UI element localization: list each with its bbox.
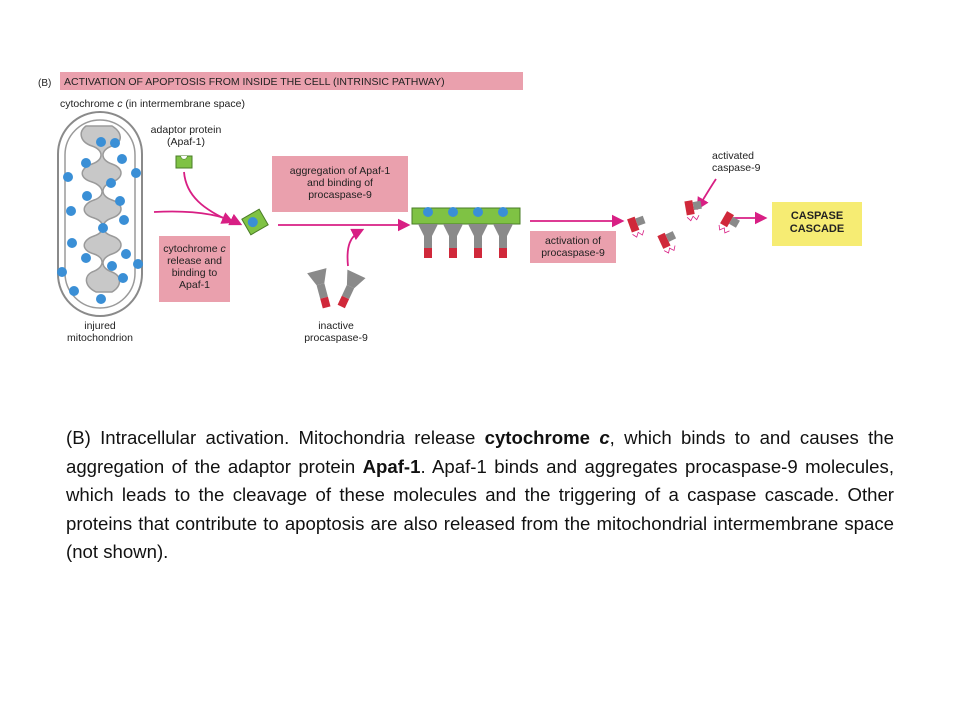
caption-apaf1: Apaf-1 — [362, 455, 421, 477]
label-injured-mitochondrion: injured mitochondrion — [42, 320, 158, 344]
caption-s5: . Apaf-1 binds and aggregates procaspase… — [66, 455, 894, 563]
label-activated-caspase: activated caspase-9 — [712, 150, 760, 174]
box-release-line1: cytochrome c — [159, 243, 230, 255]
box-activation-line1: activation of — [544, 235, 602, 247]
box-cascade-line2: CASCADE — [789, 223, 845, 235]
label-inactive-procaspase: inactive procaspase-9 — [286, 320, 386, 344]
caption-s3: , which binds to and causes the aggregat… — [66, 427, 894, 477]
box-activation-line2: procaspase-9 — [541, 247, 605, 259]
caption-cytochrome: cytochrome c — [485, 427, 610, 448]
box-release-line1-italic: c — [220, 243, 226, 255]
box-activation: activation of procaspase-9 — [530, 231, 616, 263]
label-cytochrome-c-pre: cytochrome — [60, 98, 118, 110]
label-injured-line1: injured — [84, 320, 116, 332]
label-adaptor-protein-line1: adaptor protein — [150, 124, 222, 136]
box-caspase-cascade: CASPASE CASCADE — [772, 202, 862, 246]
label-adaptor-protein: adaptor protein (Apaf-1) — [138, 124, 234, 148]
activated-caspase-9 — [627, 200, 740, 254]
figure-caption: (B) Intracellular activation. Mitochondr… — [66, 424, 894, 567]
flow-arrows — [153, 171, 768, 267]
box-aggregation-line1: aggregation of Apaf-1 — [289, 165, 391, 177]
box-release-line3: binding to — [171, 267, 218, 279]
apoptosis-diagram — [57, 72, 768, 317]
label-inactive-line1: inactive — [318, 320, 354, 332]
caption-s1: (B) Intracellular activation. Mitochondr… — [66, 427, 485, 448]
panel-letter: (B) — [38, 78, 52, 89]
label-cytochrome-c: cytochrome c (in intermembrane space) — [60, 98, 245, 110]
cytochrome-c-molecules — [57, 137, 143, 304]
caption-cytochrome-text: cytochrome — [484, 427, 600, 448]
apaf1-free — [175, 155, 193, 169]
box-cascade-line1: CASPASE — [790, 210, 844, 222]
box-cytochrome-release: cytochrome c release and binding to Apaf… — [159, 236, 230, 302]
box-aggregation-line3: procaspase-9 — [308, 189, 372, 201]
panel-title: ACTIVATION OF APOPTOSIS FROM INSIDE THE … — [64, 76, 445, 88]
box-release-line4: Apaf-1 — [179, 279, 210, 291]
label-cytochrome-c-italic: c — [117, 98, 123, 110]
inactive-procaspase-9 — [307, 268, 366, 309]
box-aggregation-line2: and binding of — [307, 177, 373, 189]
label-cytochrome-c-post: (in intermembrane space) — [122, 98, 245, 110]
label-inactive-line2: procaspase-9 — [304, 332, 368, 344]
apoptosome — [411, 207, 521, 258]
label-activated-line2: caspase-9 — [712, 162, 761, 174]
box-release-line1-pre: cytochrome — [163, 243, 221, 255]
title-band — [60, 72, 523, 90]
label-activated-line1: activated — [712, 150, 755, 162]
apaf1-bound-cytochrome — [241, 208, 269, 236]
label-adaptor-protein-line2: (Apaf-1) — [167, 136, 205, 148]
box-aggregation: aggregation of Apaf-1 and binding of pro… — [272, 156, 408, 212]
label-injured-line2: mitochondrion — [67, 332, 133, 344]
caption-cytochrome-c: c — [599, 427, 610, 448]
box-release-line2: release and — [167, 255, 222, 267]
